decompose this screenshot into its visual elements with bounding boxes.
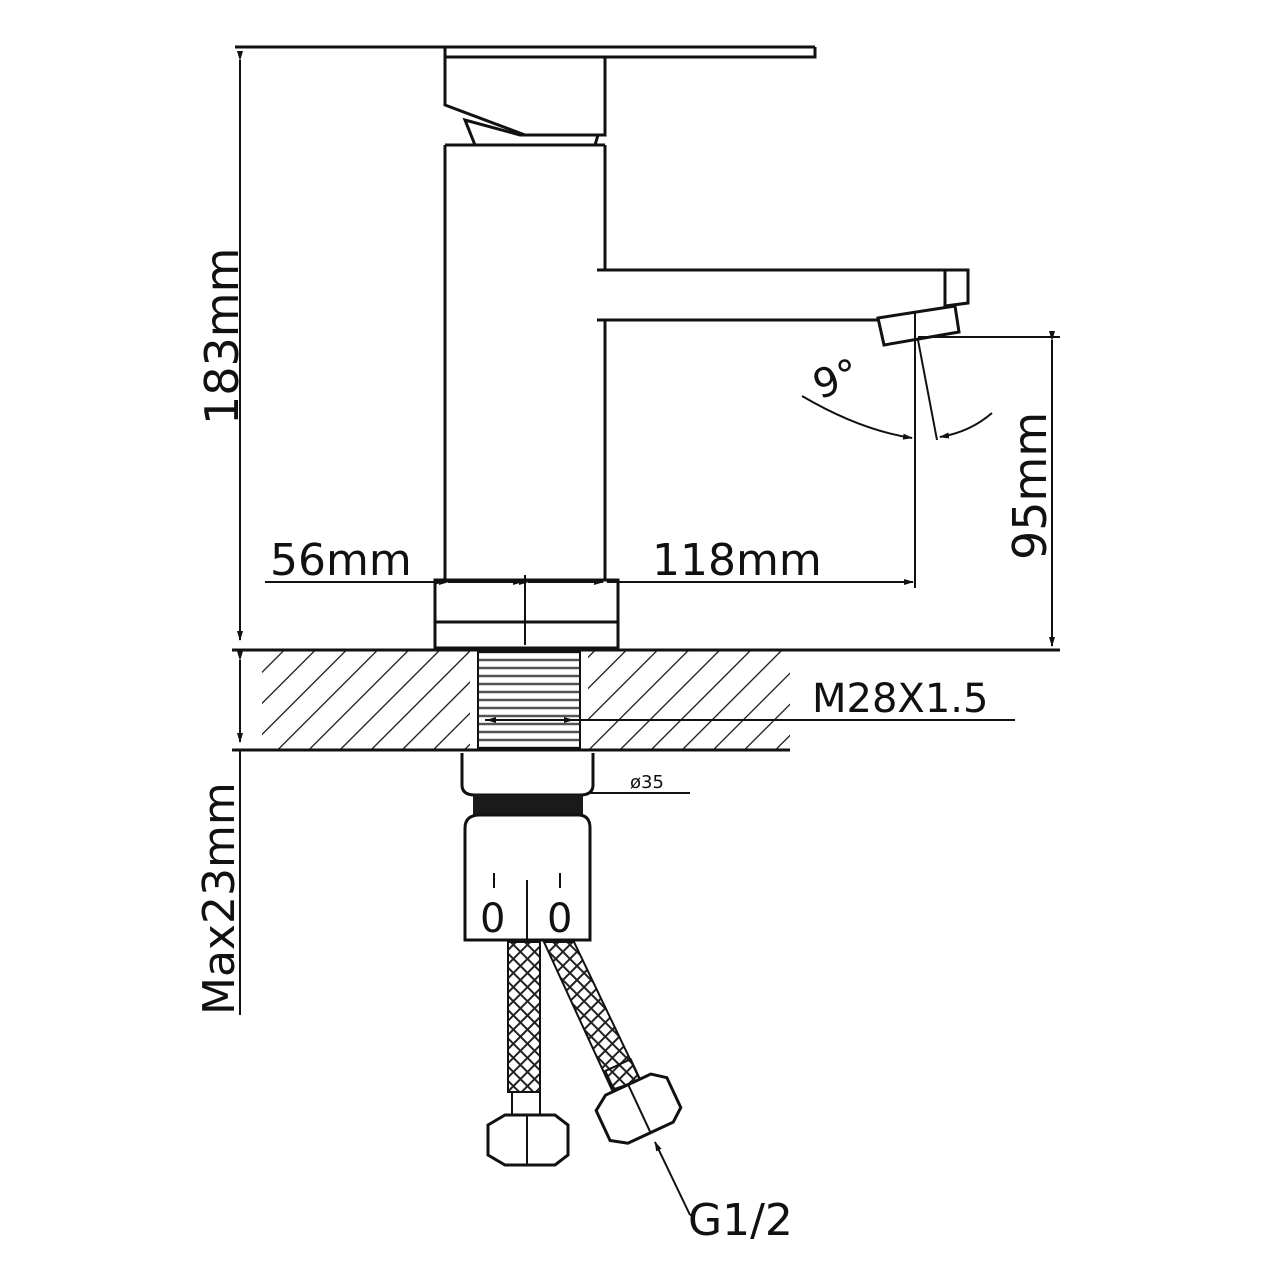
port-mark-left: 0	[480, 896, 505, 942]
faucet-base	[433, 575, 620, 650]
dimension-angle: 9°	[801, 339, 993, 441]
aerator	[876, 304, 961, 347]
faucet-spout	[597, 268, 970, 347]
label-9-degrees: 9°	[807, 350, 865, 409]
label-m28x1-5: M28X1.5	[812, 676, 988, 722]
dimension-g1-2: G1/2	[654, 1141, 793, 1246]
hose-nut-right	[594, 1057, 683, 1145]
dimension-nut-diameter: ø35	[590, 772, 690, 794]
faucet-body	[443, 143, 607, 582]
threaded-shank	[477, 651, 581, 749]
supply-hoses	[486, 941, 683, 1167]
label-118mm: 118mm	[652, 535, 822, 586]
dimension-95mm: 95mm	[918, 331, 1060, 647]
dimension-118mm: 118mm	[607, 340, 916, 588]
port-mark-right: 0	[547, 896, 572, 942]
dimension-183mm: 183mm	[195, 51, 249, 641]
dimension-56mm: 56mm	[265, 535, 604, 586]
label-max23mm: Max23mm	[194, 782, 245, 1015]
dimension-max23mm: Max23mm	[194, 651, 245, 1015]
countertop-section	[232, 648, 1060, 752]
dimension-thread: M28X1.5	[485, 676, 1015, 723]
label-g1-2: G1/2	[688, 1195, 793, 1246]
label-183mm: 183mm	[195, 248, 249, 425]
mounting-nut: 0 0	[460, 753, 595, 945]
label-56mm: 56mm	[270, 535, 412, 586]
faucet-handle	[235, 45, 817, 147]
label-diameter-35: ø35	[630, 772, 664, 793]
label-95mm: 95mm	[1003, 412, 1057, 560]
